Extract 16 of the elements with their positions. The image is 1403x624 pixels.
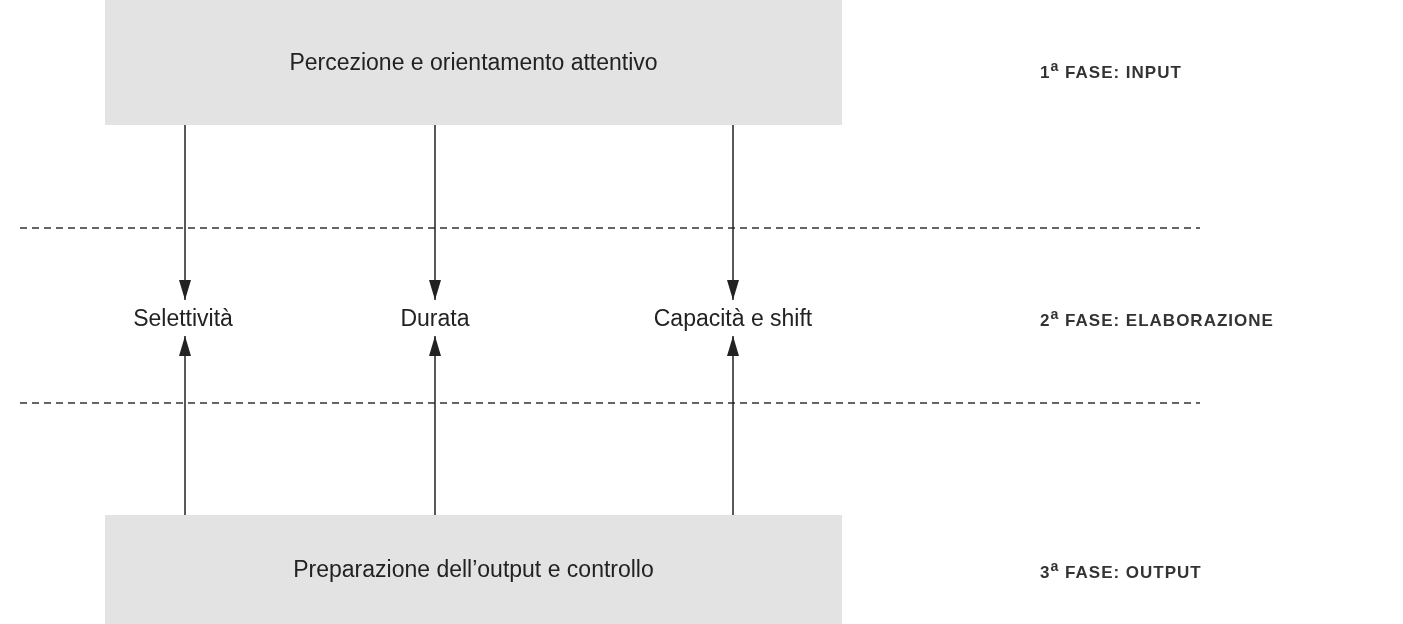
arrow: [429, 335, 441, 516]
arrow: [727, 335, 739, 516]
phase-box: [105, 0, 842, 125]
arrow: [429, 124, 441, 301]
phase-box: [105, 515, 842, 624]
box-label: Percezione e orientamento attentivo: [289, 49, 658, 76]
box-label: Preparazione dell’output e controllo: [293, 556, 654, 583]
node-label: Selettività: [118, 300, 248, 336]
phase-label: 3$^{a}$ FASE: OUTPUT: [1040, 558, 1202, 583]
phase-label: 1$^{a}$ FASE: INPUT: [1040, 58, 1182, 83]
arrow: [179, 335, 191, 516]
node-label: Capacità e shift: [638, 300, 828, 336]
node-label: Durata: [395, 300, 475, 336]
arrow: [179, 124, 191, 301]
arrow: [727, 124, 739, 301]
phase-label: 2$^{a}$ FASE: ELABORAZIONE: [1040, 306, 1274, 331]
